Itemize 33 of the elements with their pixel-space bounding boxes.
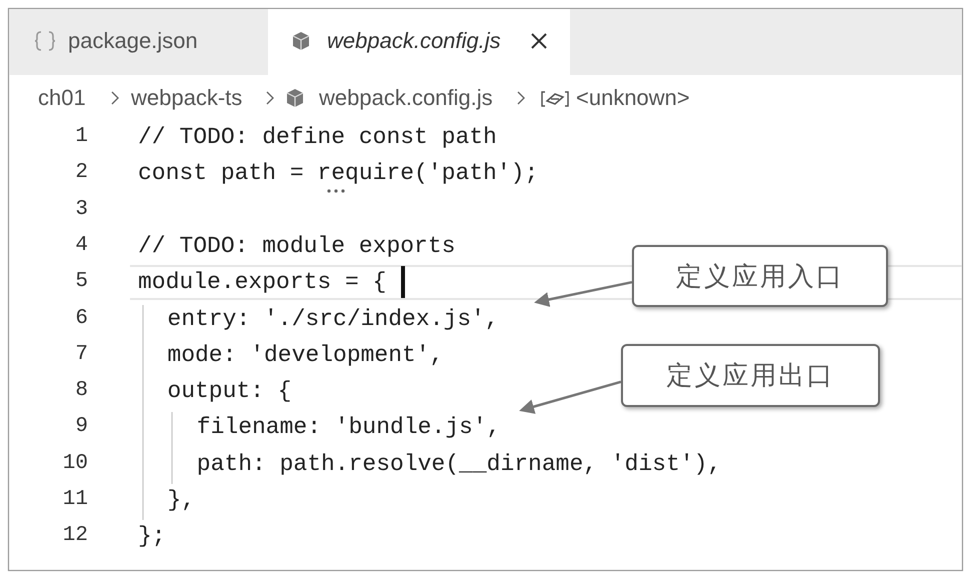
line-number: 1 bbox=[74, 124, 88, 150]
line-number: 9 bbox=[74, 414, 88, 440]
code-line: }; bbox=[138, 522, 166, 550]
breadcrumb-text: ch01 bbox=[38, 84, 86, 112]
code-line: }, bbox=[167, 486, 195, 514]
line-number: 2 bbox=[74, 160, 88, 186]
code-line: filename: 'bundle.js', bbox=[196, 413, 500, 442]
code-line: // TODO: define const path bbox=[138, 123, 497, 151]
tab-title: package.json bbox=[68, 27, 198, 55]
breadcrumb-text: <unknown> bbox=[576, 84, 690, 112]
code-line: output: { bbox=[167, 377, 292, 406]
code-line: entry: './src/index.js', bbox=[167, 304, 499, 332]
tab-title: webpack.config.js bbox=[327, 27, 501, 55]
line-number: 11 bbox=[62, 487, 88, 513]
code-line: path: path.resolve(__dirname, 'dist'), bbox=[196, 450, 722, 478]
line-number: 12 bbox=[62, 523, 88, 550]
line-number: 8 bbox=[74, 378, 88, 404]
breadcrumb-text: webpack-ts bbox=[131, 84, 242, 112]
callout-box: 定义应用入口 bbox=[632, 245, 888, 307]
code-line: module.exports = { bbox=[138, 268, 386, 296]
line-number: 4 bbox=[74, 232, 88, 259]
line-number: 3 bbox=[74, 196, 88, 223]
code-line: const path = require('path'); bbox=[138, 159, 538, 188]
callout-box: 定义应用出口 bbox=[621, 344, 880, 407]
line-number: 7 bbox=[74, 342, 88, 368]
line-number: 5 bbox=[74, 269, 88, 296]
leader-arrow bbox=[534, 280, 632, 307]
line-number: 6 bbox=[74, 306, 88, 332]
breadcrumb-text: webpack.config.js bbox=[319, 84, 493, 112]
code-line: // TODO: module exports bbox=[138, 232, 456, 260]
line-number: 10 bbox=[62, 450, 88, 477]
code-line: mode: 'development', bbox=[167, 340, 444, 369]
leader-arrow bbox=[519, 380, 622, 414]
